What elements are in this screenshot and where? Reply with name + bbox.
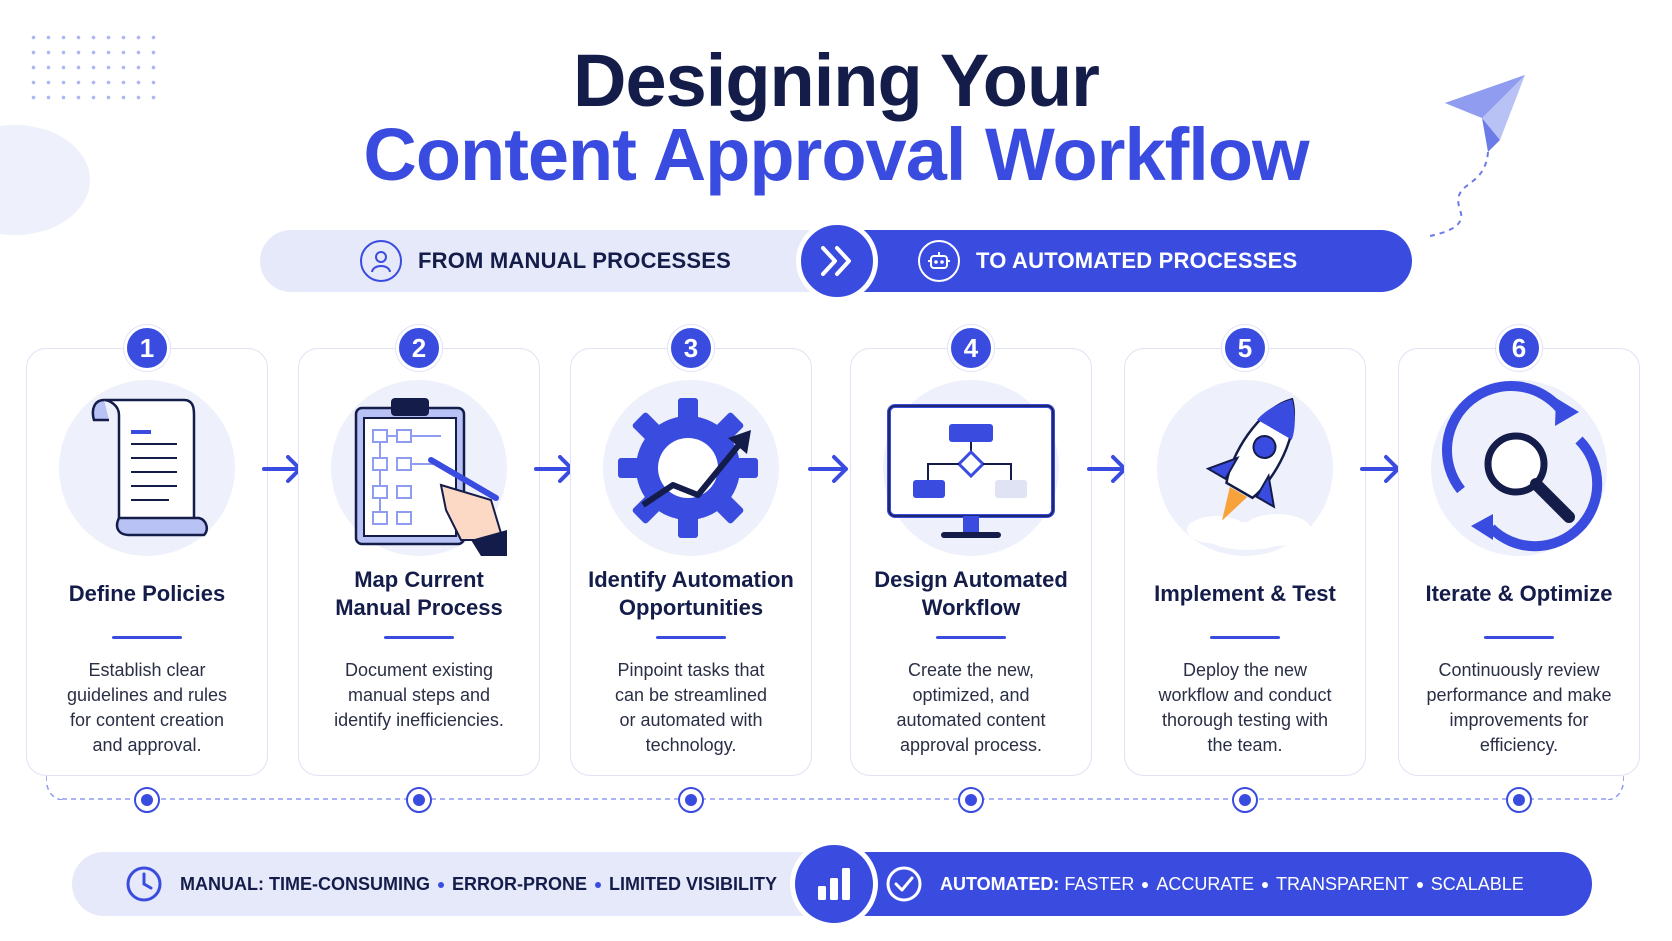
banner-to-label: TO AUTOMATED PROCESSES — [976, 248, 1298, 273]
separator-dot — [1142, 881, 1149, 888]
banner-from-label: FROM MANUAL PROCESSES — [418, 248, 732, 273]
banner-automated-side — [812, 230, 1412, 292]
step-description-2: Document existing manual steps and ident… — [334, 660, 504, 730]
step-number-1: 1 — [124, 325, 170, 371]
step-illustration-4 — [883, 380, 1059, 556]
step-title-6: Iterate & Optimize — [1425, 581, 1613, 606]
step-description-4: Create the new, optimized, and automated… — [896, 660, 1046, 755]
timeline-node-3 — [678, 787, 704, 813]
step-divider-3 — [656, 636, 726, 639]
step-number-2: 2 — [396, 325, 442, 371]
step-illustration-2 — [331, 380, 507, 556]
timeline-node-4 — [958, 787, 984, 813]
clipboard-flowchart-icon — [354, 398, 507, 556]
step-number-6: 6 — [1496, 325, 1542, 371]
separator-dot — [438, 881, 444, 888]
footer-manual-side — [72, 852, 842, 916]
step-number-3: 3 — [668, 325, 714, 371]
page-title-line1: Designing Your — [573, 39, 1100, 122]
separator-dot — [595, 881, 602, 888]
monitor-flowchart-icon — [887, 404, 1055, 538]
footer-automated-side — [832, 852, 1592, 916]
step-divider-1 — [112, 636, 182, 639]
double-chevron-right-icon — [796, 220, 878, 302]
step-illustration-6 — [1431, 380, 1607, 556]
step-divider-5 — [1210, 636, 1280, 639]
step-divider-6 — [1484, 636, 1554, 639]
step-description-3: Pinpoint tasks that can be streamlined o… — [614, 660, 768, 755]
scroll-document-icon — [91, 398, 208, 537]
timeline-node-6 — [1506, 787, 1532, 813]
page-title-line2: Content Approval Workflow — [363, 113, 1309, 196]
step-divider-2 — [384, 636, 454, 639]
timeline-node-2 — [406, 787, 432, 813]
banner-from: FROM MANUAL PROCESSES — [360, 230, 731, 292]
robot-icon — [918, 240, 960, 282]
decorative-dot-grid — [26, 30, 161, 110]
process-banner: FROM MANUAL PROCESSES TO AUTOMATED PROCE… — [260, 220, 1412, 302]
step-illustration-3 — [603, 380, 779, 556]
step-title-4: Design Automated Workflow — [874, 567, 1068, 620]
rocket-icon — [1187, 397, 1311, 550]
arrow-right-icon — [808, 455, 848, 483]
clock-icon — [126, 866, 162, 902]
separator-dot — [1262, 881, 1269, 888]
banner-to: TO AUTOMATED PROCESSES — [918, 230, 1297, 292]
paper-plane-icon — [1430, 75, 1525, 237]
step-number-5: 5 — [1222, 325, 1268, 371]
separator-dot — [1416, 881, 1423, 888]
step-title-5: Implement & Test — [1154, 581, 1336, 606]
timeline-node-5 — [1232, 787, 1258, 813]
bar-chart-icon — [790, 840, 878, 928]
timeline-node-1 — [134, 787, 160, 813]
timeline-connector — [46, 776, 1624, 800]
step-description-6: Continuously review performance and make… — [1426, 660, 1612, 755]
step-illustration-1 — [59, 380, 235, 556]
user-icon — [360, 240, 402, 282]
gear-growth-icon — [618, 398, 758, 538]
step-title-1: Define Policies — [68, 581, 226, 606]
cycle-magnifier-icon — [1442, 380, 1603, 552]
step-number-4: 4 — [948, 325, 994, 371]
step-description-1: Establish clear guidelines and rules for… — [66, 660, 228, 755]
check-circle-icon — [886, 866, 922, 902]
step-illustration-5 — [1157, 380, 1333, 556]
step-title-3: Identify Automation Opportunities — [588, 567, 794, 620]
step-description-5: Deploy the new workflow and conduct thor… — [1158, 660, 1332, 755]
step-title-2: Map Current Manual Process — [335, 567, 503, 620]
step-divider-4 — [936, 636, 1006, 639]
